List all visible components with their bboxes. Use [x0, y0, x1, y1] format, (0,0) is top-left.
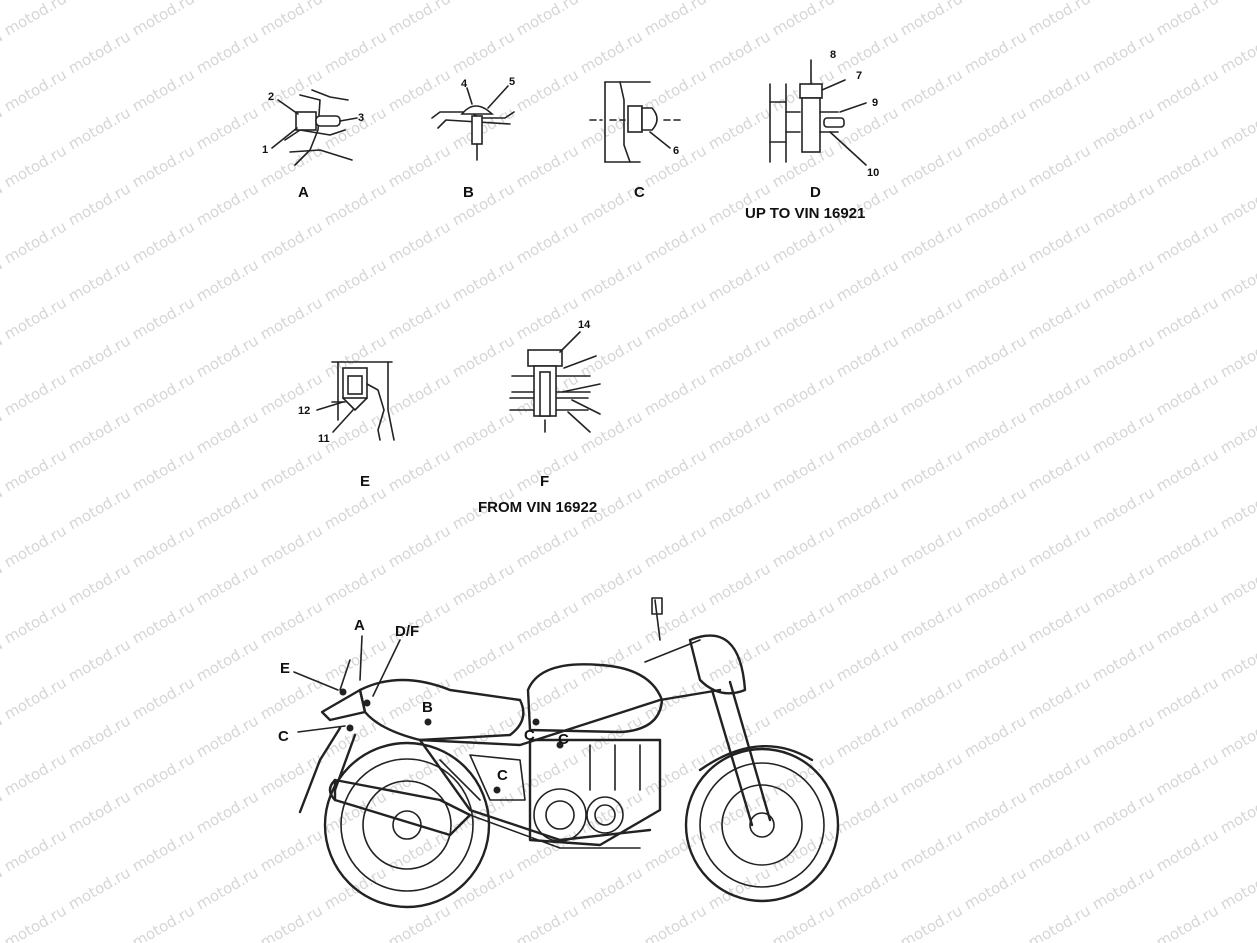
motorcycle-drawing: A D/F E C B C C C	[278, 597, 840, 909]
detail-letter-e: E	[360, 473, 370, 490]
detail-caption-d: UP TO VIN 16921	[745, 205, 865, 222]
bike-marker-a: A	[354, 617, 365, 634]
bike-marker-df: D/F	[395, 623, 419, 640]
bike-marker-c-2: C	[558, 731, 569, 748]
callout-6: 6	[673, 145, 679, 157]
bike-marker-b: B	[422, 699, 433, 716]
bike-marker-e: E	[280, 660, 290, 677]
callout-12: 12	[298, 405, 310, 417]
callout-14: 14	[578, 319, 591, 331]
callout-7: 7	[856, 70, 862, 82]
callout-3: 3	[358, 112, 364, 124]
detail-a: 2 3 1 A	[262, 89, 364, 201]
bike-marker-c-3: C	[497, 767, 508, 784]
detail-e: 12 11 E	[298, 361, 395, 490]
callout-5: 5	[509, 76, 515, 88]
detail-f: 14 F FROM VIN 16922	[478, 319, 601, 516]
detail-letter-a: A	[298, 184, 309, 201]
callout-11: 11	[318, 433, 330, 445]
callout-4: 4	[461, 78, 468, 90]
bike-marker-c-left: C	[278, 728, 289, 745]
bike-marker-c-1: C	[524, 727, 535, 744]
detail-letter-b: B	[463, 184, 474, 201]
callout-8: 8	[830, 49, 836, 61]
callout-2: 2	[268, 91, 274, 103]
callout-9: 9	[872, 97, 878, 109]
callout-1: 1	[262, 144, 268, 156]
detail-c: 6 C	[589, 81, 681, 201]
detail-letter-d: D	[810, 184, 821, 201]
detail-caption-f: FROM VIN 16922	[478, 499, 597, 516]
detail-letter-f: F	[540, 473, 549, 490]
detail-letter-c: C	[634, 184, 645, 201]
detail-d: 8 7 9 10 D UP TO VIN 16921	[745, 49, 879, 222]
detail-b: 4 5 B	[431, 76, 515, 201]
callout-10: 10	[867, 167, 879, 179]
